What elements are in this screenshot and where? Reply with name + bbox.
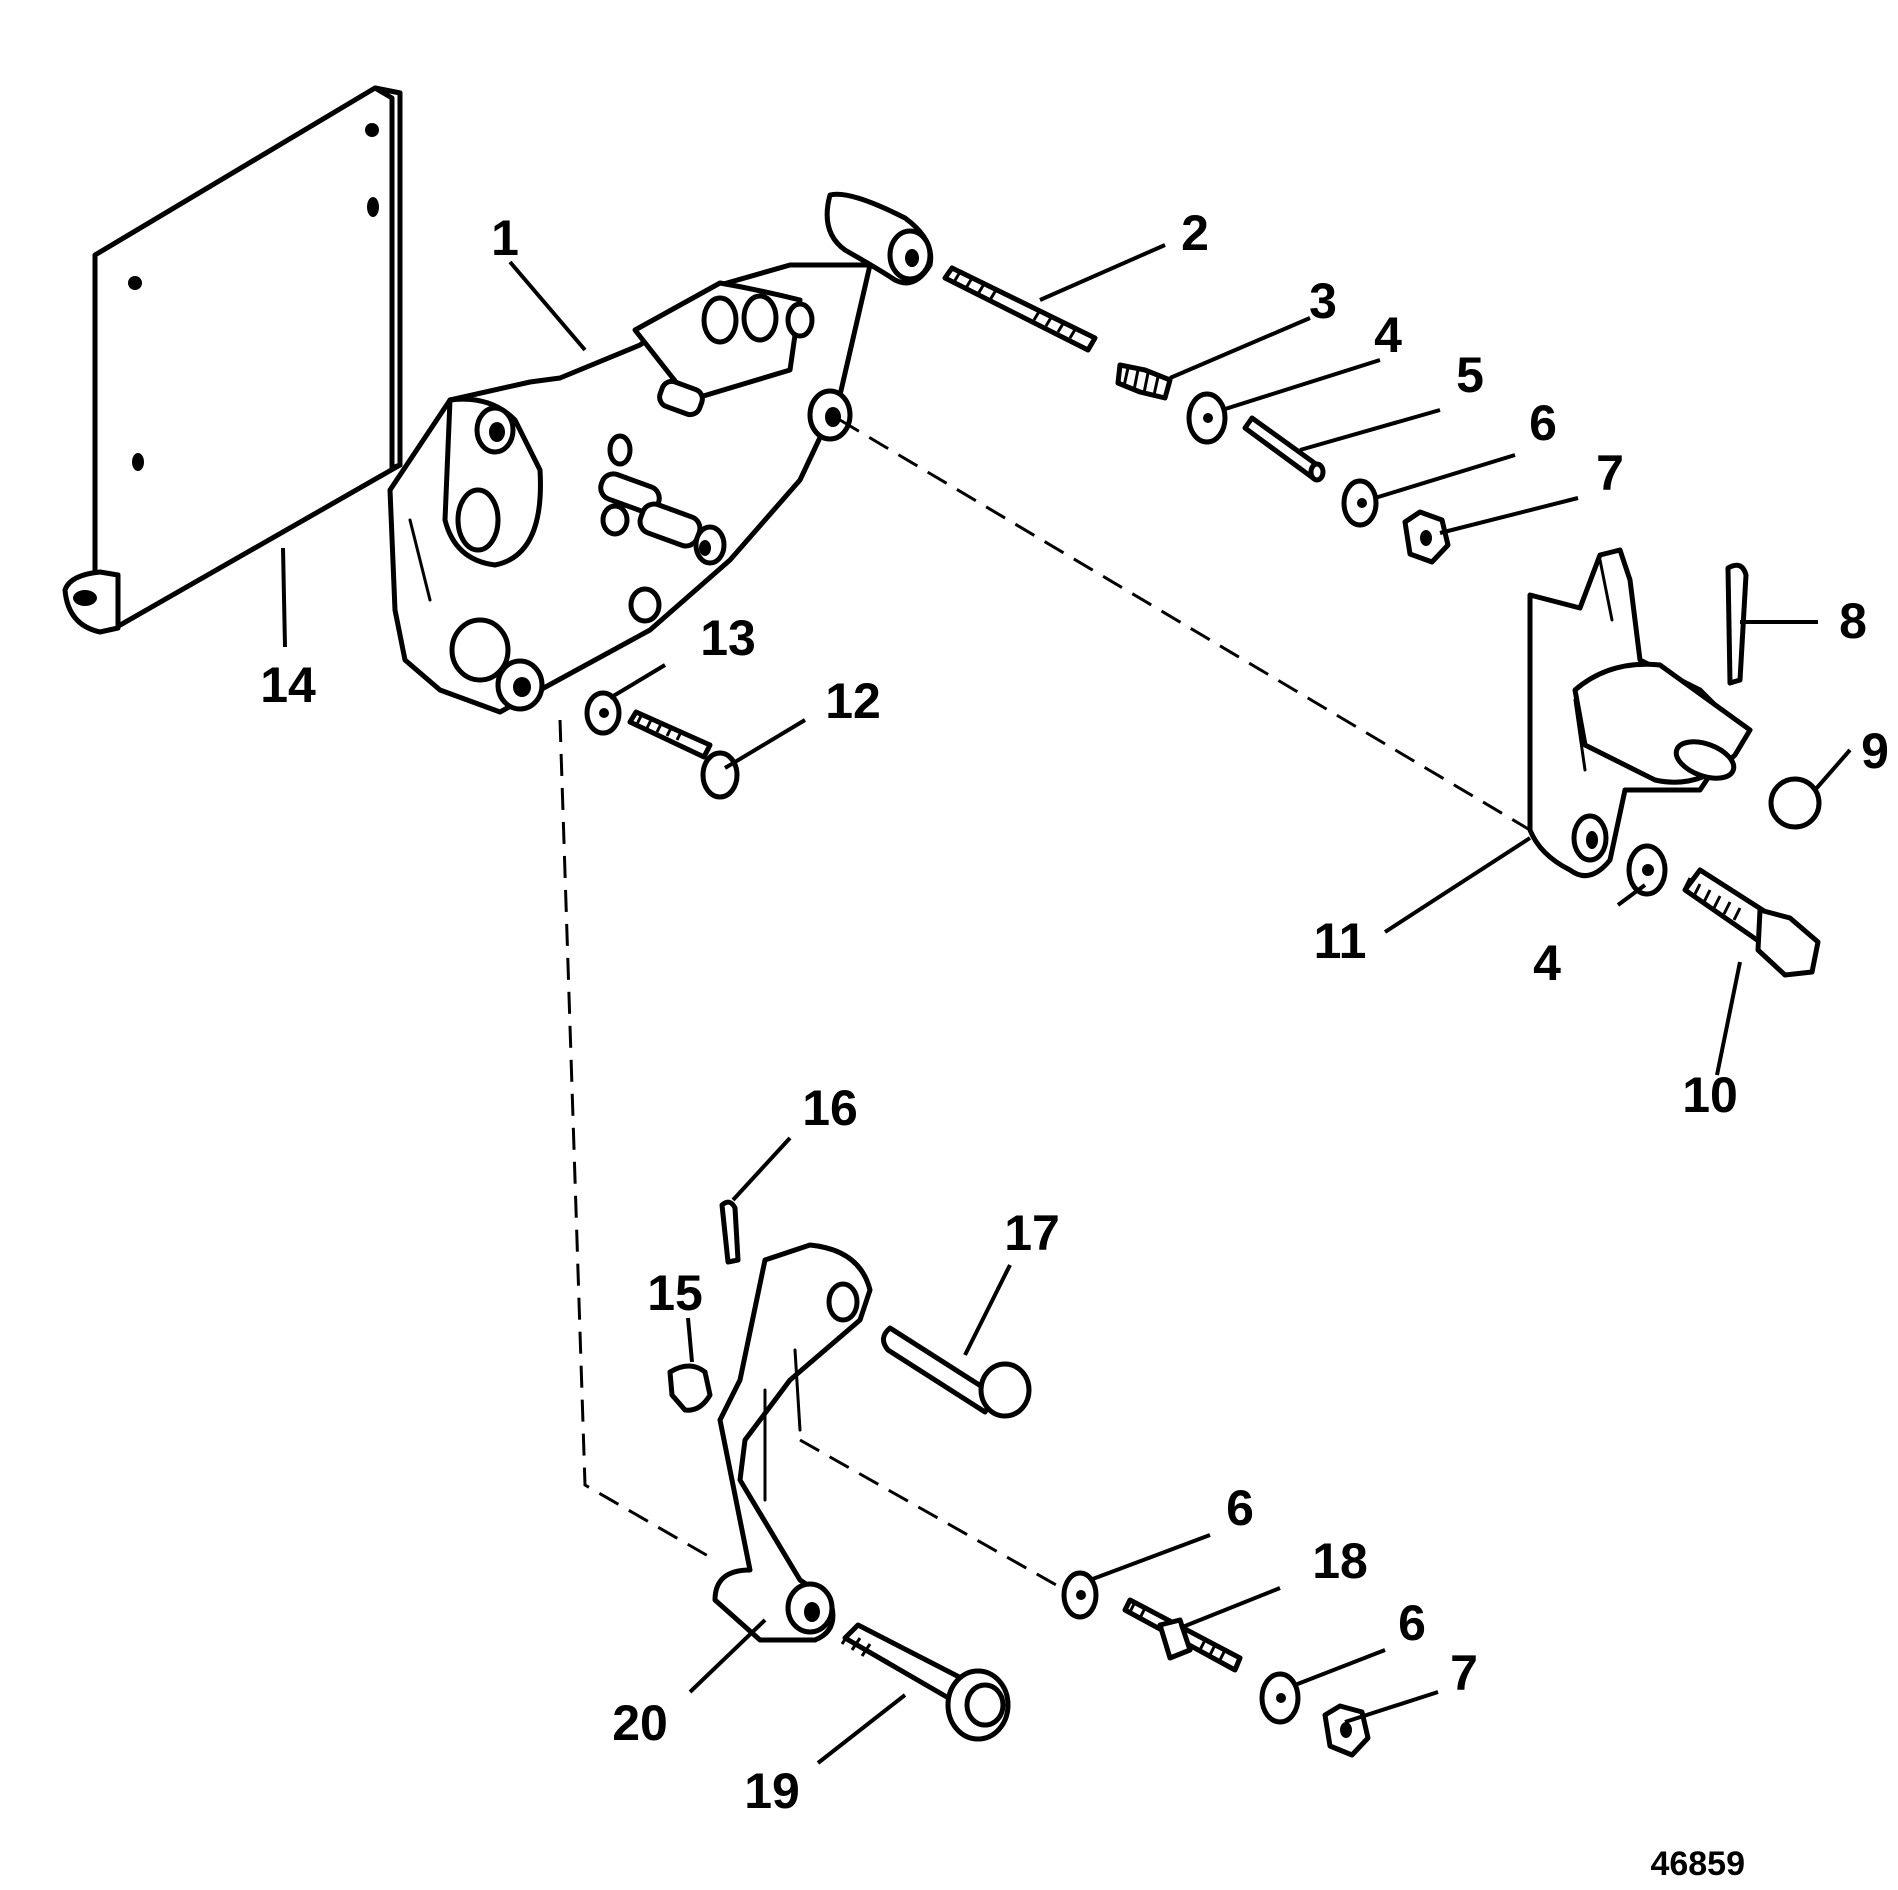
callout-18: 18 <box>1312 1533 1368 1589</box>
cotter-pin-lower <box>719 1199 741 1265</box>
callout-2: 2 <box>1181 205 1209 261</box>
callout-20: 20 <box>612 1695 668 1751</box>
callout-9: 9 <box>1861 723 1889 779</box>
leader-lines <box>281 243 1852 1765</box>
callout-14: 14 <box>260 657 316 713</box>
callout-10: 10 <box>1682 1067 1738 1123</box>
callout-1: 1 <box>491 210 519 266</box>
callout-7b: 7 <box>1450 1645 1478 1701</box>
clevis-pin <box>881 1325 1032 1419</box>
callout-6c: 6 <box>1398 1595 1426 1651</box>
bolt-lower-left <box>627 709 740 800</box>
mounting-plate <box>62 85 403 635</box>
callout-3: 3 <box>1309 273 1337 329</box>
washer-upper <box>1186 391 1228 445</box>
callout-19: 19 <box>744 1763 800 1819</box>
spring <box>1115 362 1173 401</box>
clip <box>667 1363 713 1413</box>
shift-lever <box>1527 547 1753 879</box>
callout-8: 8 <box>1839 593 1867 649</box>
cotter-pin-upper <box>1725 562 1749 686</box>
callout-7a: 7 <box>1596 445 1624 501</box>
lower-link <box>712 1242 873 1643</box>
figure-id: 46859 <box>1650 1845 1745 1883</box>
callout-12: 12 <box>825 673 881 729</box>
stud <box>1122 1597 1243 1673</box>
callout-labels: 1 2 3 4 5 6 7 8 9 10 11 4 12 13 14 15 16… <box>260 205 1889 1819</box>
callout-5: 5 <box>1456 347 1484 403</box>
washer-lower-left <box>584 690 622 736</box>
callout-4a: 4 <box>1374 307 1402 363</box>
washer-lower-2 <box>1259 1671 1301 1725</box>
callout-6b: 6 <box>1226 1480 1254 1536</box>
callout-6a: 6 <box>1529 395 1557 451</box>
alignment-lines <box>558 418 1531 1592</box>
threaded-stud <box>942 265 1098 353</box>
callout-13: 13 <box>700 610 756 666</box>
callout-4b: 4 <box>1533 935 1561 991</box>
nut-lower <box>1322 1703 1371 1758</box>
callout-16: 16 <box>802 1080 858 1136</box>
cap <box>1768 776 1822 830</box>
washer-right <box>1626 843 1668 897</box>
shoulder-bolt <box>840 1622 1011 1742</box>
bolt-right <box>1682 867 1821 978</box>
washer-mid <box>1341 478 1379 528</box>
callout-17: 17 <box>1004 1205 1060 1261</box>
nut-upper <box>1402 509 1451 565</box>
callout-15: 15 <box>647 1265 703 1321</box>
washer-lower-1 <box>1061 1570 1099 1620</box>
callout-11: 11 <box>1314 913 1367 969</box>
shift-bracket-assembly <box>387 191 934 715</box>
pin <box>1242 415 1326 483</box>
